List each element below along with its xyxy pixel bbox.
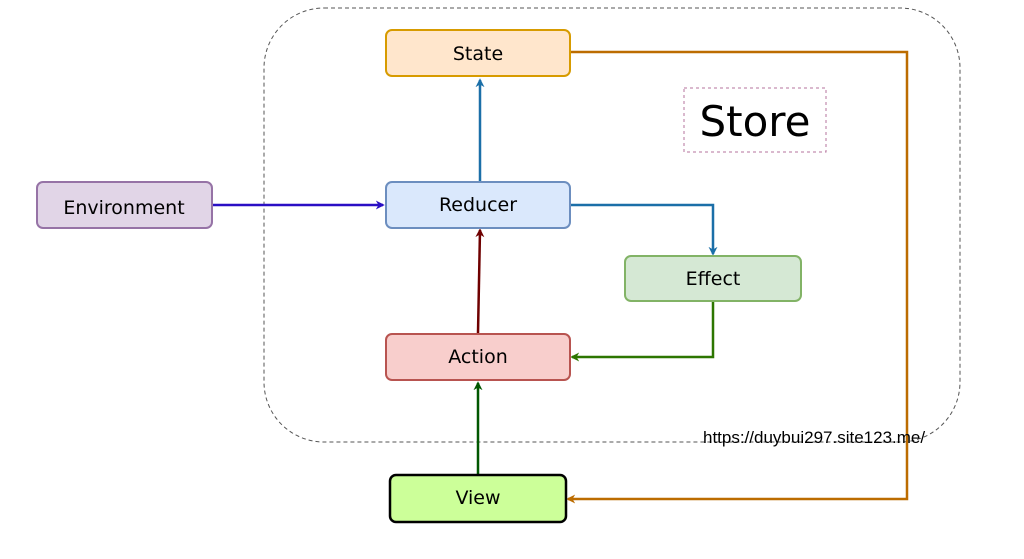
- node-reducer-label: Reducer: [439, 194, 517, 216]
- node-environment-label: Environment: [63, 197, 184, 219]
- node-view-label: View: [455, 487, 500, 509]
- store-label: Store: [699, 97, 810, 146]
- edge-reducer-to-effect: [571, 203, 718, 256]
- node-view-box: [388, 473, 568, 524]
- node-state-label: State: [453, 43, 503, 65]
- source-url: https://duybui297.site123.me/: [703, 428, 925, 447]
- edge-effect-to-action: [570, 302, 715, 362]
- node-environment-box: [36, 181, 213, 229]
- node-state-box: [385, 29, 571, 77]
- node-reducer: Reducer: [385, 181, 571, 229]
- node-effect-box: [624, 255, 802, 302]
- node-reducer-box: [385, 181, 571, 229]
- store-boundary: [263, 7, 961, 443]
- node-environment: Environment: [36, 181, 213, 229]
- edge-action-to-reducer: [475, 228, 485, 334]
- node-state: State: [385, 29, 571, 77]
- node-action: Action: [385, 333, 571, 381]
- node-effect-label: Effect: [686, 268, 741, 290]
- node-action-box: [385, 333, 571, 381]
- store-label-box: [683, 87, 827, 153]
- node-action-label: Action: [448, 346, 508, 368]
- edge-state-to-view: [566, 50, 909, 504]
- node-view: View: [388, 473, 568, 524]
- node-effect: Effect: [624, 255, 802, 302]
